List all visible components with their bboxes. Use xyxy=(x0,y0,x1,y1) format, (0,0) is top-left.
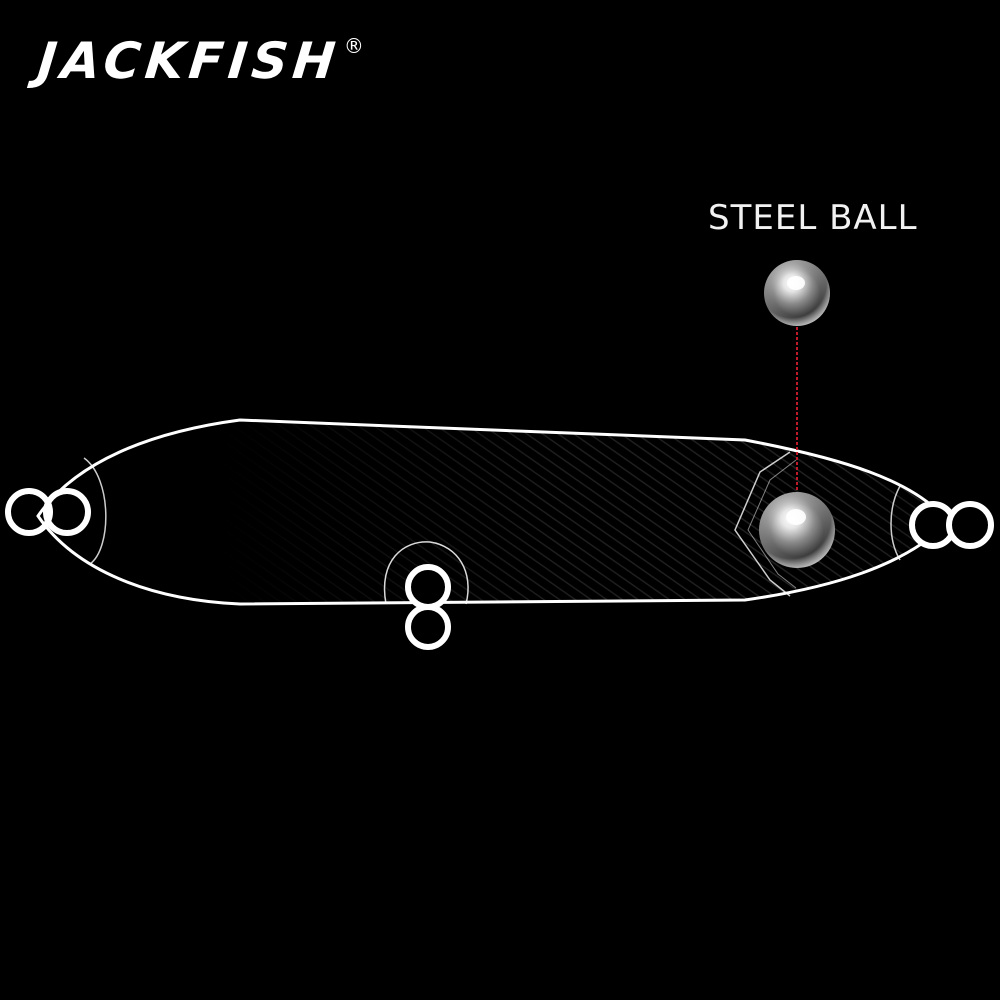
steel-ball-callout-image xyxy=(764,260,830,326)
front-eyelet xyxy=(5,488,91,536)
steel-ball-inside-image xyxy=(759,492,835,568)
ball-chamber-inner xyxy=(747,459,797,589)
belly-eyelet xyxy=(405,564,451,650)
lure-body-outline xyxy=(36,418,950,606)
belly-hanger-arc xyxy=(383,541,469,605)
steel-ball-label: STEEL BALL xyxy=(708,198,918,238)
registered-mark: ® xyxy=(343,34,364,58)
tail-section-arc xyxy=(890,485,901,561)
tail-eyelet xyxy=(909,501,994,549)
ball-chamber-outline xyxy=(734,451,791,597)
body-hatch-fill xyxy=(38,420,948,604)
brand-logo: JACKFISH ® xyxy=(35,30,364,92)
head-section-arc xyxy=(83,457,107,565)
